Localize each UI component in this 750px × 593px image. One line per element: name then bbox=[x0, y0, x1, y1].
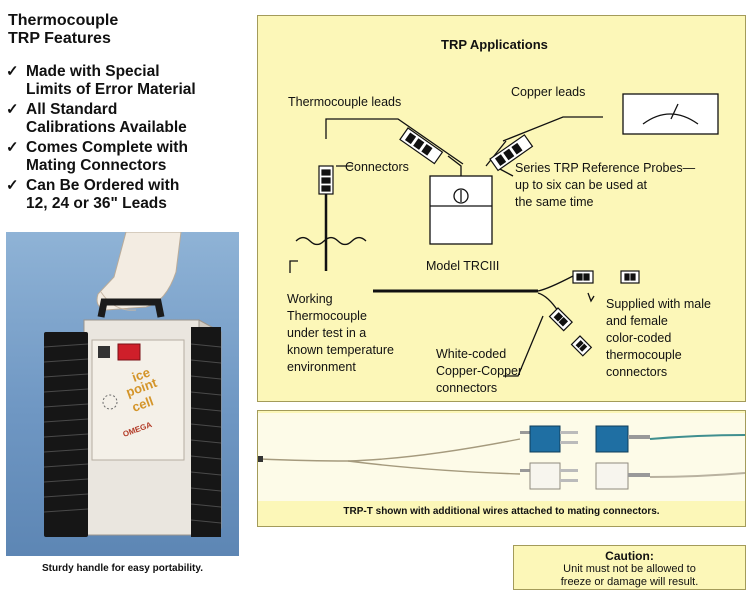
label-supplied: Supplied with male and female color-code… bbox=[606, 296, 711, 381]
connector-vertical-icon bbox=[318, 165, 334, 195]
blue-male-connector-icon bbox=[529, 425, 561, 453]
label-copper-leads: Copper leads bbox=[511, 85, 586, 99]
label-white-coded: White-coded Copper-Copper connectors bbox=[436, 346, 522, 397]
trc-iii-box bbox=[429, 175, 493, 245]
device-text-cell: cell bbox=[130, 393, 156, 415]
label-working-line: environment bbox=[287, 360, 356, 374]
white-male-connector-icon bbox=[548, 307, 573, 332]
feature-text: Limits of Error Material bbox=[26, 80, 196, 98]
applications-diagram bbox=[289, 93, 719, 377]
probe-wire-right bbox=[485, 140, 507, 167]
device-text-ice: ice bbox=[130, 365, 152, 385]
features-title-line2: TRP Features bbox=[8, 30, 111, 47]
caution-title: Caution: bbox=[605, 549, 654, 563]
blue-connector-pair bbox=[520, 425, 650, 453]
checkmark-icon: ✓ bbox=[6, 101, 19, 118]
label-working-line: known temperature bbox=[287, 343, 395, 357]
label-supplied-line: thermocouple bbox=[606, 348, 682, 362]
label-supplied-line: and female bbox=[606, 314, 668, 328]
label-series-line: Series TRP Reference Probes— bbox=[515, 161, 696, 175]
blue-female-connector-icon bbox=[595, 425, 629, 453]
white-male-connector-photo-icon bbox=[529, 462, 561, 490]
arrow-supplied bbox=[587, 292, 595, 303]
photo-background bbox=[258, 413, 745, 501]
female-connector-icon bbox=[620, 270, 640, 284]
label-white-line: connectors bbox=[436, 381, 498, 395]
label-white-line: Copper-Copper bbox=[436, 364, 523, 378]
feature-text: Comes Complete with bbox=[26, 139, 188, 156]
wire-upper bbox=[259, 438, 521, 462]
connector-left-icon bbox=[399, 127, 444, 165]
label-series-line: the same time bbox=[515, 195, 594, 209]
trp-applications-panel: TRP Applications Thermocouple leads Copp… bbox=[257, 15, 746, 402]
wire-end bbox=[258, 456, 263, 462]
switch-button bbox=[98, 346, 110, 358]
label-series-trp: Series TRP Reference Probes— up to six c… bbox=[515, 160, 695, 211]
hand-shape bbox=[96, 232, 182, 311]
caution-line: Unit must not be allowed to bbox=[563, 563, 696, 575]
meter-needle bbox=[670, 103, 679, 120]
arrow-working bbox=[289, 260, 298, 273]
caution-box: Caution: Unit must not be allowed to fre… bbox=[513, 545, 746, 590]
feature-text: All Standard bbox=[26, 101, 118, 118]
probe-lead-male bbox=[537, 275, 574, 292]
arrow-white-coded bbox=[503, 315, 544, 377]
label-series-line: up to six can be used at bbox=[515, 178, 648, 192]
feature-text: 12, 24 or 36" Leads bbox=[26, 194, 167, 212]
male-connector-icon bbox=[572, 270, 594, 284]
label-working-line: Working bbox=[287, 292, 333, 306]
copper-lead-wire bbox=[502, 116, 603, 142]
features-title-line1: Thermocouple bbox=[8, 12, 119, 29]
device-photo: ice point cell OMEGA bbox=[6, 232, 239, 556]
label-working-thermocouple: Working Thermocouple under test in a kno… bbox=[287, 291, 394, 376]
handle bbox=[97, 298, 165, 318]
connector-right-icon bbox=[489, 134, 534, 172]
label-connectors: Connectors bbox=[345, 160, 409, 174]
connector-icons bbox=[318, 127, 640, 357]
white-female-connector-photo-icon bbox=[595, 462, 629, 490]
vent-grille bbox=[102, 394, 118, 410]
fin-lines bbox=[43, 343, 222, 524]
meter-scale bbox=[642, 113, 699, 125]
label-thermocouple-leads: Thermocouple leads bbox=[288, 95, 402, 109]
teal-wire bbox=[649, 434, 745, 440]
trp-t-photo bbox=[258, 413, 745, 501]
feature-text: Mating Connectors bbox=[26, 156, 167, 174]
white-female-connector-icon bbox=[570, 335, 593, 357]
label-working-line: under test in a bbox=[287, 326, 367, 340]
caution-line: freeze or damage will result. bbox=[560, 576, 699, 588]
features-title: Thermocouple TRP Features bbox=[8, 12, 238, 48]
thermocouple-lead-wire bbox=[325, 118, 464, 165]
indicator-light bbox=[117, 343, 141, 361]
trp-t-caption: TRP-T shown with additional wires attach… bbox=[343, 506, 660, 517]
label-model: Model TRCIII bbox=[426, 259, 500, 273]
label-white-line: White-coded bbox=[436, 347, 507, 361]
checkmark-icon: ✓ bbox=[6, 139, 19, 156]
feature-text: Calibrations Available bbox=[26, 118, 187, 136]
label-supplied-line: Supplied with male bbox=[606, 297, 711, 311]
probe-lead-female bbox=[537, 292, 559, 312]
trp-t-panel: TRP-T shown with additional wires attach… bbox=[257, 410, 746, 527]
photo-caption: Sturdy handle for easy portability. bbox=[42, 563, 203, 574]
feature-text: Made with Special bbox=[26, 63, 160, 80]
wire-lower bbox=[347, 460, 521, 475]
liquid-surface bbox=[295, 236, 367, 246]
white-connector-pair bbox=[520, 462, 650, 490]
white-wire bbox=[649, 472, 745, 478]
applications-title: TRP Applications bbox=[441, 37, 548, 52]
checkmark-icon: ✓ bbox=[6, 63, 19, 80]
label-supplied-line: connectors bbox=[606, 365, 668, 379]
finger-line bbox=[100, 291, 137, 311]
feature-text: Can Be Ordered with bbox=[26, 177, 180, 194]
device-illustration: ice point cell OMEGA bbox=[43, 232, 222, 537]
label-working-line: Thermocouple bbox=[287, 309, 367, 323]
checkmark-icon: ✓ bbox=[6, 177, 19, 194]
label-supplied-line: color-coded bbox=[606, 331, 672, 345]
